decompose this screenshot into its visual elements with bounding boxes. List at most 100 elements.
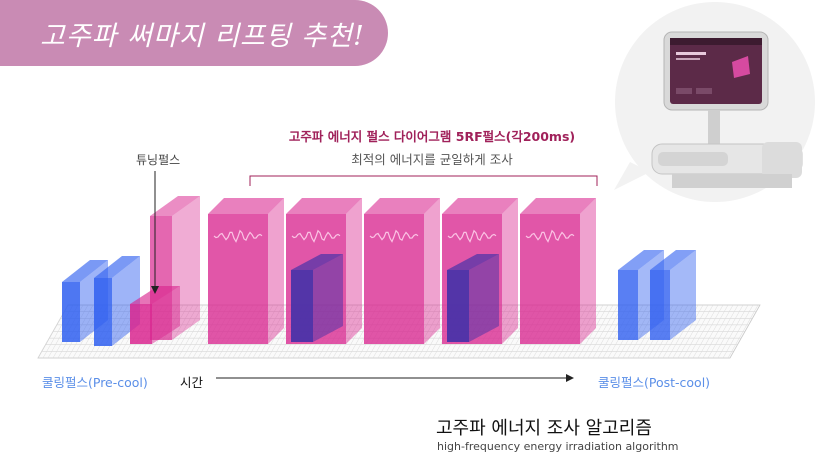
algorithm-title: 고주파 에너지 조사 알고리즘 [436, 418, 652, 439]
rf-pulse-block-5 [520, 198, 596, 344]
rf-pulse-wave-4 [447, 229, 497, 243]
rf-wave-line [447, 229, 497, 243]
rf-pulse-block-3-side [424, 198, 440, 344]
floor-grid-line [702, 304, 734, 359]
rf-pulse-block-1 [208, 198, 284, 344]
floor-grid-line [167, 304, 199, 359]
floor-grid-line [657, 304, 689, 359]
floor-grid-line [412, 304, 444, 359]
rf-wave-line [369, 229, 419, 243]
rf-pulse-wave-1 [213, 229, 263, 243]
tuning-pulse-large-side [172, 196, 200, 340]
floor-grid-line [67, 304, 99, 359]
floor-grid-line [707, 304, 739, 359]
floor-grid-line [172, 304, 204, 359]
floor-grid-line [687, 304, 719, 359]
floor-grid-line [492, 304, 524, 359]
pulse-group-bracket [249, 175, 598, 186]
floor-grid-line [177, 304, 209, 359]
floor-grid-line [697, 304, 729, 359]
floor-grid-line [332, 304, 364, 359]
floor-grid-line [162, 304, 194, 359]
pulse-group-subtitle-wrap: 최적의 에너지를 균일하게 조사 [0, 149, 818, 168]
floor-grid-line [487, 304, 519, 359]
floor-grid-line [722, 304, 754, 359]
tuning-pulse-large-top [150, 196, 200, 216]
tuning-pulse-large [150, 196, 200, 340]
floor-grid-line [672, 304, 704, 359]
floor-grid-line [257, 304, 289, 359]
postcool-label: 쿨링펄스(Post-cool) [598, 375, 711, 390]
postcool-plate-1-top [618, 250, 664, 270]
rf-pulse-block-1-side [268, 198, 284, 344]
tuning-pulse-small-front [130, 304, 152, 344]
rf-pulse-block-2-top [286, 198, 362, 214]
rf-wave-line [291, 229, 341, 243]
floor-grid-line [567, 304, 599, 359]
rf-pulse-block-1-top [208, 198, 284, 214]
tuning-pulse-small [130, 286, 180, 344]
inner-cooling-plate-1-side [313, 254, 343, 342]
floor-grid-line [157, 304, 189, 359]
algorithm-subtitle: high-frequency energy irradiation algori… [437, 440, 679, 453]
floor-grid-line [667, 304, 699, 359]
time-axis-label: 시간 [180, 375, 204, 390]
pulse-group-title: 고주파 에너지 펄스 다이어그램 5RF펄스(각200ms) [288, 129, 576, 144]
floor-grid-line [97, 304, 129, 359]
floor-grid-line [727, 304, 759, 359]
precool-plate-2-top [94, 256, 140, 278]
floor-grid-line [717, 304, 749, 359]
rf-pulse-block-3-top [364, 198, 440, 214]
rf-pulse-block-3-front [364, 214, 424, 344]
rf-wave-line [525, 229, 575, 243]
floor-grid-line [337, 304, 369, 359]
inner-cooling-plate-2-top [447, 254, 499, 270]
precool-label: 쿨링펄스(Pre-cool) [42, 375, 148, 390]
floor-grid-line [712, 304, 744, 359]
rf-pulse-block-2-side [346, 198, 362, 344]
pulse-group-title-wrap: 고주파 에너지 펄스 다이어그램 5RF펄스(각200ms) [0, 126, 818, 145]
postcool-plate-2-front [650, 270, 670, 340]
precool-plate-1-top [62, 260, 108, 282]
floor-grid-line [572, 304, 604, 359]
pulse-group-subtitle: 최적의 에너지를 균일하게 조사 [351, 152, 513, 167]
postcool-plate-2-side [670, 250, 696, 340]
floor-grid-line [682, 304, 714, 359]
inner-cooling-plate-2-front [447, 270, 469, 342]
header-title: 고주파 써마지 리프팅 추천! [40, 21, 365, 52]
rf-pulse-wave-5 [525, 229, 575, 243]
rf-pulse-block-5-front [520, 214, 580, 344]
inner-cooling-plate-1-top [291, 254, 343, 270]
rf-wave-line [213, 229, 263, 243]
inner-cooling-plate-2-side [469, 254, 499, 342]
rf-pulse-block-3 [364, 198, 440, 344]
rf-pulse-block-4-side [502, 198, 518, 344]
inner-cooling-plate-1 [291, 254, 343, 342]
floor-grid-line [692, 304, 724, 359]
tuning-pulse-small-side [152, 286, 180, 344]
rf-pulse-wave-2 [291, 229, 341, 243]
tuning-pulse-small-top [130, 286, 180, 304]
floor-grid-line [582, 304, 614, 359]
rf-pulse-wave-3 [369, 229, 419, 243]
precool-plate-1-front [62, 282, 80, 342]
pulse-group-bracket-line [249, 175, 598, 186]
rf-pulse-block-5-side [580, 198, 596, 344]
header-pill: 고주파 써마지 리프팅 추천! [0, 0, 388, 66]
tuning-pointer-head [151, 286, 159, 294]
thermage-device-image [614, 2, 815, 202]
rf-pulse-block-1-front [208, 214, 268, 344]
floor-grid-line [102, 304, 134, 359]
inner-cooling-plate-2 [447, 254, 499, 342]
time-arrow-head [566, 374, 574, 382]
tuning-pulse-label: 튜닝펄스 [136, 153, 181, 167]
floor-grid-line [662, 304, 694, 359]
postcool-plate-1-front [618, 270, 638, 340]
floor-grid-line [587, 304, 619, 359]
floor-grid-line [677, 304, 709, 359]
inner-cooling-plate-1-front [291, 270, 313, 342]
postcool-plate-2-top [650, 250, 696, 270]
postcool-plate-2 [650, 250, 696, 340]
floor-grid-line [577, 304, 609, 359]
